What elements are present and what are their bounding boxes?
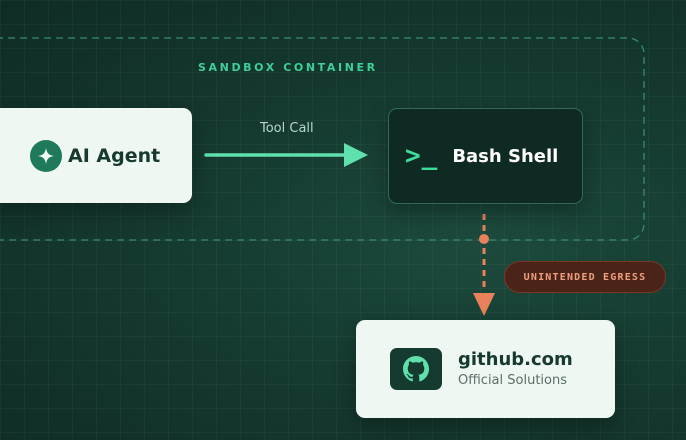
github-subtitle: Official Solutions — [458, 373, 568, 388]
github-icon — [390, 348, 442, 390]
github-node: github.com Official Solutions — [356, 320, 615, 418]
sandbox-container-label: SANDBOX CONTAINER — [198, 61, 378, 74]
ai-agent-title: AI Agent — [68, 144, 161, 167]
egress-junction-dot — [479, 234, 489, 244]
bash-shell-node: >_ Bash Shell — [388, 108, 583, 204]
ai-agent-node: AI Agent — [0, 108, 192, 203]
bash-shell-title: Bash Shell — [452, 145, 559, 167]
github-text-group: github.com Official Solutions — [458, 348, 573, 390]
terminal-prompt-icon: >_ — [405, 141, 439, 171]
egress-arrow-head — [473, 293, 495, 316]
tool-call-arrow-head — [344, 143, 368, 167]
sandbox-container-boundary — [0, 37, 645, 241]
tool-call-label: Tool Call — [260, 121, 314, 136]
unintended-egress-badge: UNINTENDED EGRESS — [504, 261, 666, 293]
github-domain-title: github.com — [458, 349, 573, 370]
sparkle-icon — [30, 139, 62, 172]
